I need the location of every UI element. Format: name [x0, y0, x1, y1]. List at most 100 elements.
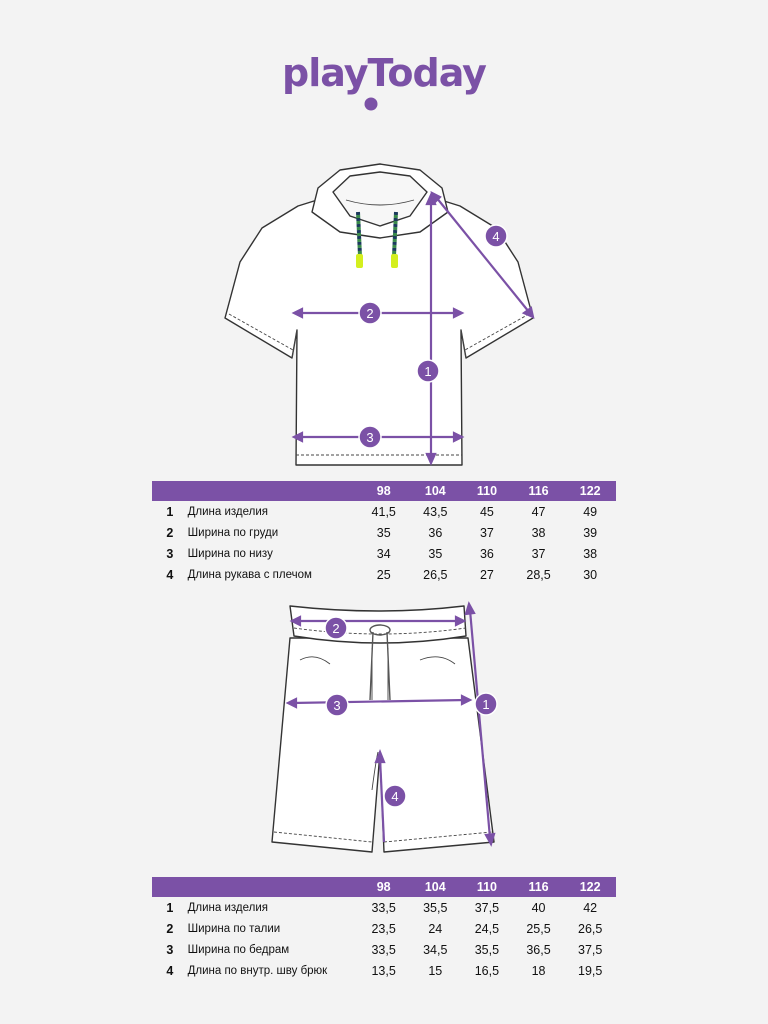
cell-value: 13,5: [371, 963, 396, 978]
svg-text:3: 3: [333, 698, 340, 713]
table-row: 4 Длина по внутр. шву брюк 13,5 15 16,5 …: [152, 960, 616, 981]
cell-value: 26,5: [423, 567, 448, 582]
table-row: 4 Длина рукава с плечом 25 26,5 27 28,5 …: [152, 564, 616, 585]
row-label: Длина по внутр. шву брюк: [187, 964, 328, 977]
tshirt-marker-3: 3: [358, 425, 382, 449]
row-label: Длина рукава с плечом: [187, 568, 312, 581]
row-number: 2: [166, 525, 174, 540]
shorts-marker-1: 1: [474, 692, 498, 716]
cell-value: 47: [531, 504, 546, 519]
cell-value: 25: [376, 567, 391, 582]
table-row: 3 Ширина по низу 34 35 36 37 38: [152, 543, 616, 564]
tshirt-size-table: 98 104 110 116 122 1 Длина изделия 41,5 …: [152, 481, 616, 585]
header-spacer: [187, 877, 358, 897]
svg-text:2: 2: [366, 306, 373, 321]
row-label: Ширина по груди: [187, 526, 279, 539]
cell-value: 42: [583, 900, 598, 915]
svg-text:4: 4: [391, 789, 398, 804]
svg-text:4: 4: [492, 229, 499, 244]
size-header: 122: [564, 481, 616, 501]
size-header: 116: [512, 877, 565, 897]
header-spacer: [152, 877, 188, 897]
cell-value: 19,5: [578, 963, 603, 978]
cell-value: 33,5: [371, 942, 396, 957]
cell-value: 41,5: [371, 504, 396, 519]
svg-text:2: 2: [332, 621, 339, 636]
size-header: 104: [409, 481, 462, 501]
size-header: 98: [357, 877, 410, 897]
size-header: 104: [409, 877, 462, 897]
cell-value: 23,5: [371, 921, 396, 936]
drawstring-right: [391, 211, 398, 268]
cell-value: 33,5: [371, 900, 396, 915]
cell-value: 28,5: [526, 567, 551, 582]
row-number: 4: [166, 963, 174, 978]
cell-value: 18: [531, 963, 546, 978]
shorts-marker-4: 4: [383, 784, 407, 808]
cell-value: 26,5: [578, 921, 603, 936]
cell-value: 16,5: [474, 963, 500, 978]
row-number: 1: [166, 900, 174, 915]
cell-value: 38: [583, 546, 598, 561]
cell-value: 27: [479, 567, 494, 582]
row-label: Ширина по талии: [187, 922, 281, 935]
table-row: 2 Ширина по груди 35 36 37 38 39: [152, 522, 616, 543]
row-label: Длина изделия: [187, 505, 269, 518]
tshirt-sketch: 2 3 1 4: [224, 163, 535, 466]
cell-value: 43,5: [423, 504, 448, 519]
svg-text:3: 3: [366, 430, 373, 445]
shorts-marker-3: 3: [325, 693, 349, 717]
cell-value: 39: [583, 525, 598, 540]
table-row: 3 Ширина по бедрам 33,5 34,5 35,5 36,5 3…: [152, 939, 616, 960]
row-number: 1: [166, 504, 174, 519]
tshirt-marker-2: 2: [358, 301, 382, 325]
drawstring-left: [356, 211, 363, 268]
cell-value: 35,5: [423, 900, 448, 915]
row-number: 3: [166, 546, 174, 561]
table-row: 2 Ширина по талии 23,5 24 24,5 25,5 26,5: [152, 918, 616, 939]
cell-value: 37: [479, 525, 494, 540]
brand-logo: playToday: [282, 51, 488, 111]
shorts-sketch: 2 3 1 4: [271, 601, 498, 853]
shorts-marker-2: 2: [324, 616, 348, 640]
shorts-size-table: 98 104 110 116 122 1 Длина изделия 33,5 …: [152, 877, 616, 981]
size-header: 110: [461, 481, 513, 501]
svg-text:1: 1: [482, 697, 489, 712]
cell-value: 35,5: [474, 942, 500, 957]
table-row: 1 Длина изделия 33,5 35,5 37,5 40 42: [152, 897, 616, 918]
cell-value: 36,5: [526, 942, 551, 957]
cell-value: 45: [479, 504, 494, 519]
table-row: 1 Длина изделия 41,5 43,5 45 47 49: [152, 501, 616, 522]
cell-value: 36: [479, 546, 494, 561]
tshirt-marker-1: 1: [416, 359, 440, 383]
cell-value: 37: [531, 546, 546, 561]
cell-value: 24: [428, 921, 443, 936]
cell-value: 34,5: [423, 942, 448, 957]
cell-value: 37,5: [578, 942, 603, 957]
row-number: 2: [166, 921, 174, 936]
cell-value: 24,5: [474, 921, 500, 936]
row-label: Ширина по низу: [187, 547, 273, 560]
row-label: Длина изделия: [187, 901, 268, 914]
cell-value: 15: [428, 963, 443, 978]
cell-value: 25,5: [526, 921, 551, 936]
size-header: 116: [512, 481, 565, 501]
size-header: 122: [564, 877, 616, 897]
cell-value: 40: [531, 900, 546, 915]
brand-logo-text: playToday: [282, 51, 487, 95]
cell-value: 34: [376, 546, 391, 561]
tshirt-marker-4: 4: [484, 224, 508, 248]
row-number: 4: [166, 567, 174, 582]
row-number: 3: [166, 942, 174, 957]
brand-logo-dot: [364, 97, 378, 111]
size-header-row: 98 104 110 116 122: [152, 877, 616, 897]
cell-value: 36: [428, 525, 443, 540]
cell-value: 37,5: [474, 900, 500, 915]
size-header-row: 98 104 110 116 122: [152, 481, 616, 501]
cell-value: 30: [583, 567, 598, 582]
header-spacer: [152, 481, 188, 501]
header-spacer: [187, 481, 358, 501]
cell-value: 49: [583, 504, 598, 519]
svg-text:1: 1: [424, 364, 431, 379]
cell-value: 35: [376, 525, 391, 540]
